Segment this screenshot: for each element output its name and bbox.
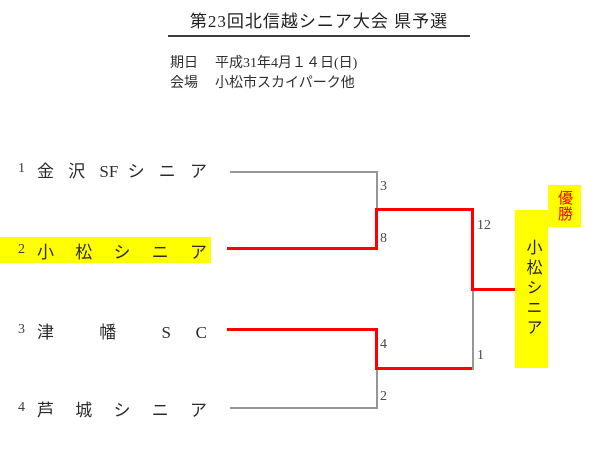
team-row-rojo: 4 芦 城 シ ニ ア — [0, 395, 211, 421]
bracket-line-final-out-winner — [471, 288, 515, 291]
score-sf2-top: 4 — [380, 337, 387, 352]
event-venue-row: 会場 小松市スカイパーク他 — [170, 72, 355, 92]
bracket-line-sf2-top-winner — [227, 328, 377, 331]
team-seed: 2 — [18, 242, 25, 257]
venue-value: 小松市スカイパーク他 — [215, 76, 355, 91]
team-row-komatsu: 2 小 松 シ ニ ア — [0, 237, 211, 263]
score-final-top: 12 — [477, 218, 491, 233]
champion-box: 小松シニア — [515, 210, 548, 368]
event-date-row: 期日 平成31年4月１４日(日) — [170, 52, 357, 72]
team-name: 津 幡 S C — [37, 322, 207, 342]
bracket-line-final-vertical-winner — [471, 208, 474, 291]
team-row-tsubata: 3 津 幡 S C — [0, 317, 211, 343]
team-name: 芦 城 シ ニ ア — [37, 400, 207, 420]
bracket-line-sf1-out-winner — [376, 208, 474, 211]
bracket-line-final-vertical-bottom — [472, 289, 474, 370]
bracket-line-sf1-bottom-winner — [227, 247, 377, 250]
bracket-line-sf1-vertical-top — [376, 171, 378, 211]
team-name: 小 松 シ ニ ア — [37, 242, 207, 262]
bracket-line-sf1-top — [230, 171, 377, 173]
team-seed: 4 — [18, 400, 25, 415]
champion-name: 小松シニア — [523, 239, 541, 339]
date-label: 期日 — [170, 56, 198, 71]
score-sf2-bottom: 2 — [380, 389, 387, 404]
score-sf1-bottom: 8 — [380, 231, 387, 246]
team-row-kanazawa-sf: 1 金 沢 SF シ ニ ア — [0, 156, 211, 182]
bracket-line-sf2-vertical-bottom — [376, 368, 378, 409]
date-value: 平成31年4月１４日(日) — [215, 56, 358, 71]
score-final-bottom: 1 — [477, 348, 484, 363]
winner-label: 優勝 — [556, 190, 572, 222]
bracket-line-sf2-out-winner — [376, 367, 474, 370]
team-name: 金 沢 SF シ ニ ア — [37, 161, 207, 181]
page-title: 第23回北信越シニア大会 県予選 — [168, 7, 470, 37]
score-sf1-top: 3 — [380, 179, 387, 194]
bracket-line-sf1-vertical-winner — [375, 208, 378, 250]
winner-label-box: 優勝 — [548, 185, 581, 227]
bracket-line-sf2-vertical-winner — [375, 328, 378, 370]
venue-label: 会場 — [170, 76, 198, 91]
bracket-line-sf2-bottom — [230, 407, 377, 409]
team-seed: 3 — [18, 322, 25, 337]
team-seed: 1 — [18, 161, 25, 176]
